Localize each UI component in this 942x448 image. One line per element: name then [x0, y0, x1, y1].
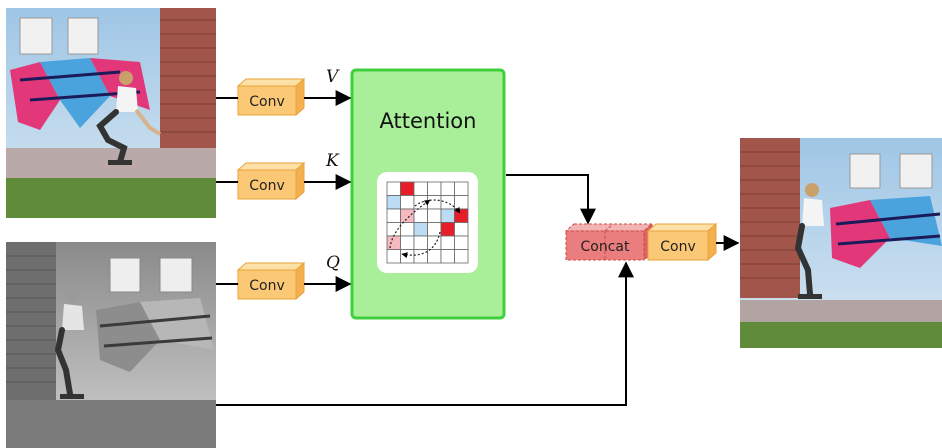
edge-gray-to-concat — [216, 261, 634, 406]
matrix-arrow — [401, 231, 441, 259]
matrix-cell — [440, 249, 455, 264]
symbol-q: Q — [326, 253, 340, 273]
edge-attention-to-concat — [506, 174, 596, 225]
matrix-cell — [440, 222, 455, 237]
conv-label: Conv — [249, 178, 285, 194]
matrix-cell — [413, 222, 428, 237]
conv-block-v: Conv — [236, 77, 306, 117]
matrix-cell — [413, 235, 428, 250]
matrix-cell — [454, 195, 469, 210]
matrix-cell — [400, 181, 415, 196]
output-image — [740, 138, 942, 348]
matrix-cell — [386, 208, 401, 223]
conv-label: Conv — [249, 278, 285, 294]
matrix-cell — [427, 195, 442, 210]
conv-block-k: Conv — [236, 161, 306, 201]
matrix-cell — [454, 181, 469, 196]
matrix-arrow — [414, 199, 461, 214]
concat-block: Concat — [564, 222, 654, 262]
matrix-cell — [386, 181, 401, 196]
matrix-cell — [454, 235, 469, 250]
conv-label: Conv — [660, 239, 696, 255]
matrix-cell — [413, 249, 428, 264]
matrix-cell — [427, 235, 442, 250]
matrix-arrow — [389, 199, 431, 249]
symbol-v: V — [326, 67, 340, 87]
matrix-cell — [440, 208, 455, 223]
matrix-cell — [440, 235, 455, 250]
grayscale-input-image — [6, 242, 216, 448]
matrix-cell — [400, 249, 415, 264]
matrix-cell — [400, 222, 415, 237]
matrix-cell — [413, 208, 428, 223]
matrix-cell — [400, 208, 415, 223]
matrix-cell — [427, 208, 442, 223]
matrix-cell — [386, 195, 401, 210]
symbol-k: K — [325, 151, 340, 171]
matrix-cell — [454, 222, 469, 237]
connectors — [216, 90, 740, 406]
matrix-cell — [413, 181, 428, 196]
concat-label: Concat — [581, 239, 630, 255]
matrix-cell — [386, 235, 401, 250]
conv-label: Conv — [249, 94, 285, 110]
matrix-cell — [440, 195, 455, 210]
matrix-cell — [454, 208, 469, 223]
matrix-cell — [454, 249, 469, 264]
conv-block-output: Conv — [646, 222, 718, 262]
matrix-cell — [400, 195, 415, 210]
attention-matrix — [377, 172, 478, 273]
attention-title: Attention — [380, 109, 477, 133]
conv-block-q: Conv — [236, 261, 306, 301]
matrix-cell — [427, 249, 442, 264]
color-input-image — [6, 8, 216, 218]
matrix-cell — [440, 181, 455, 196]
matrix-cell — [427, 222, 442, 237]
matrix-cell — [400, 235, 415, 250]
matrix-cell — [427, 181, 442, 196]
matrix-cell — [386, 249, 401, 264]
